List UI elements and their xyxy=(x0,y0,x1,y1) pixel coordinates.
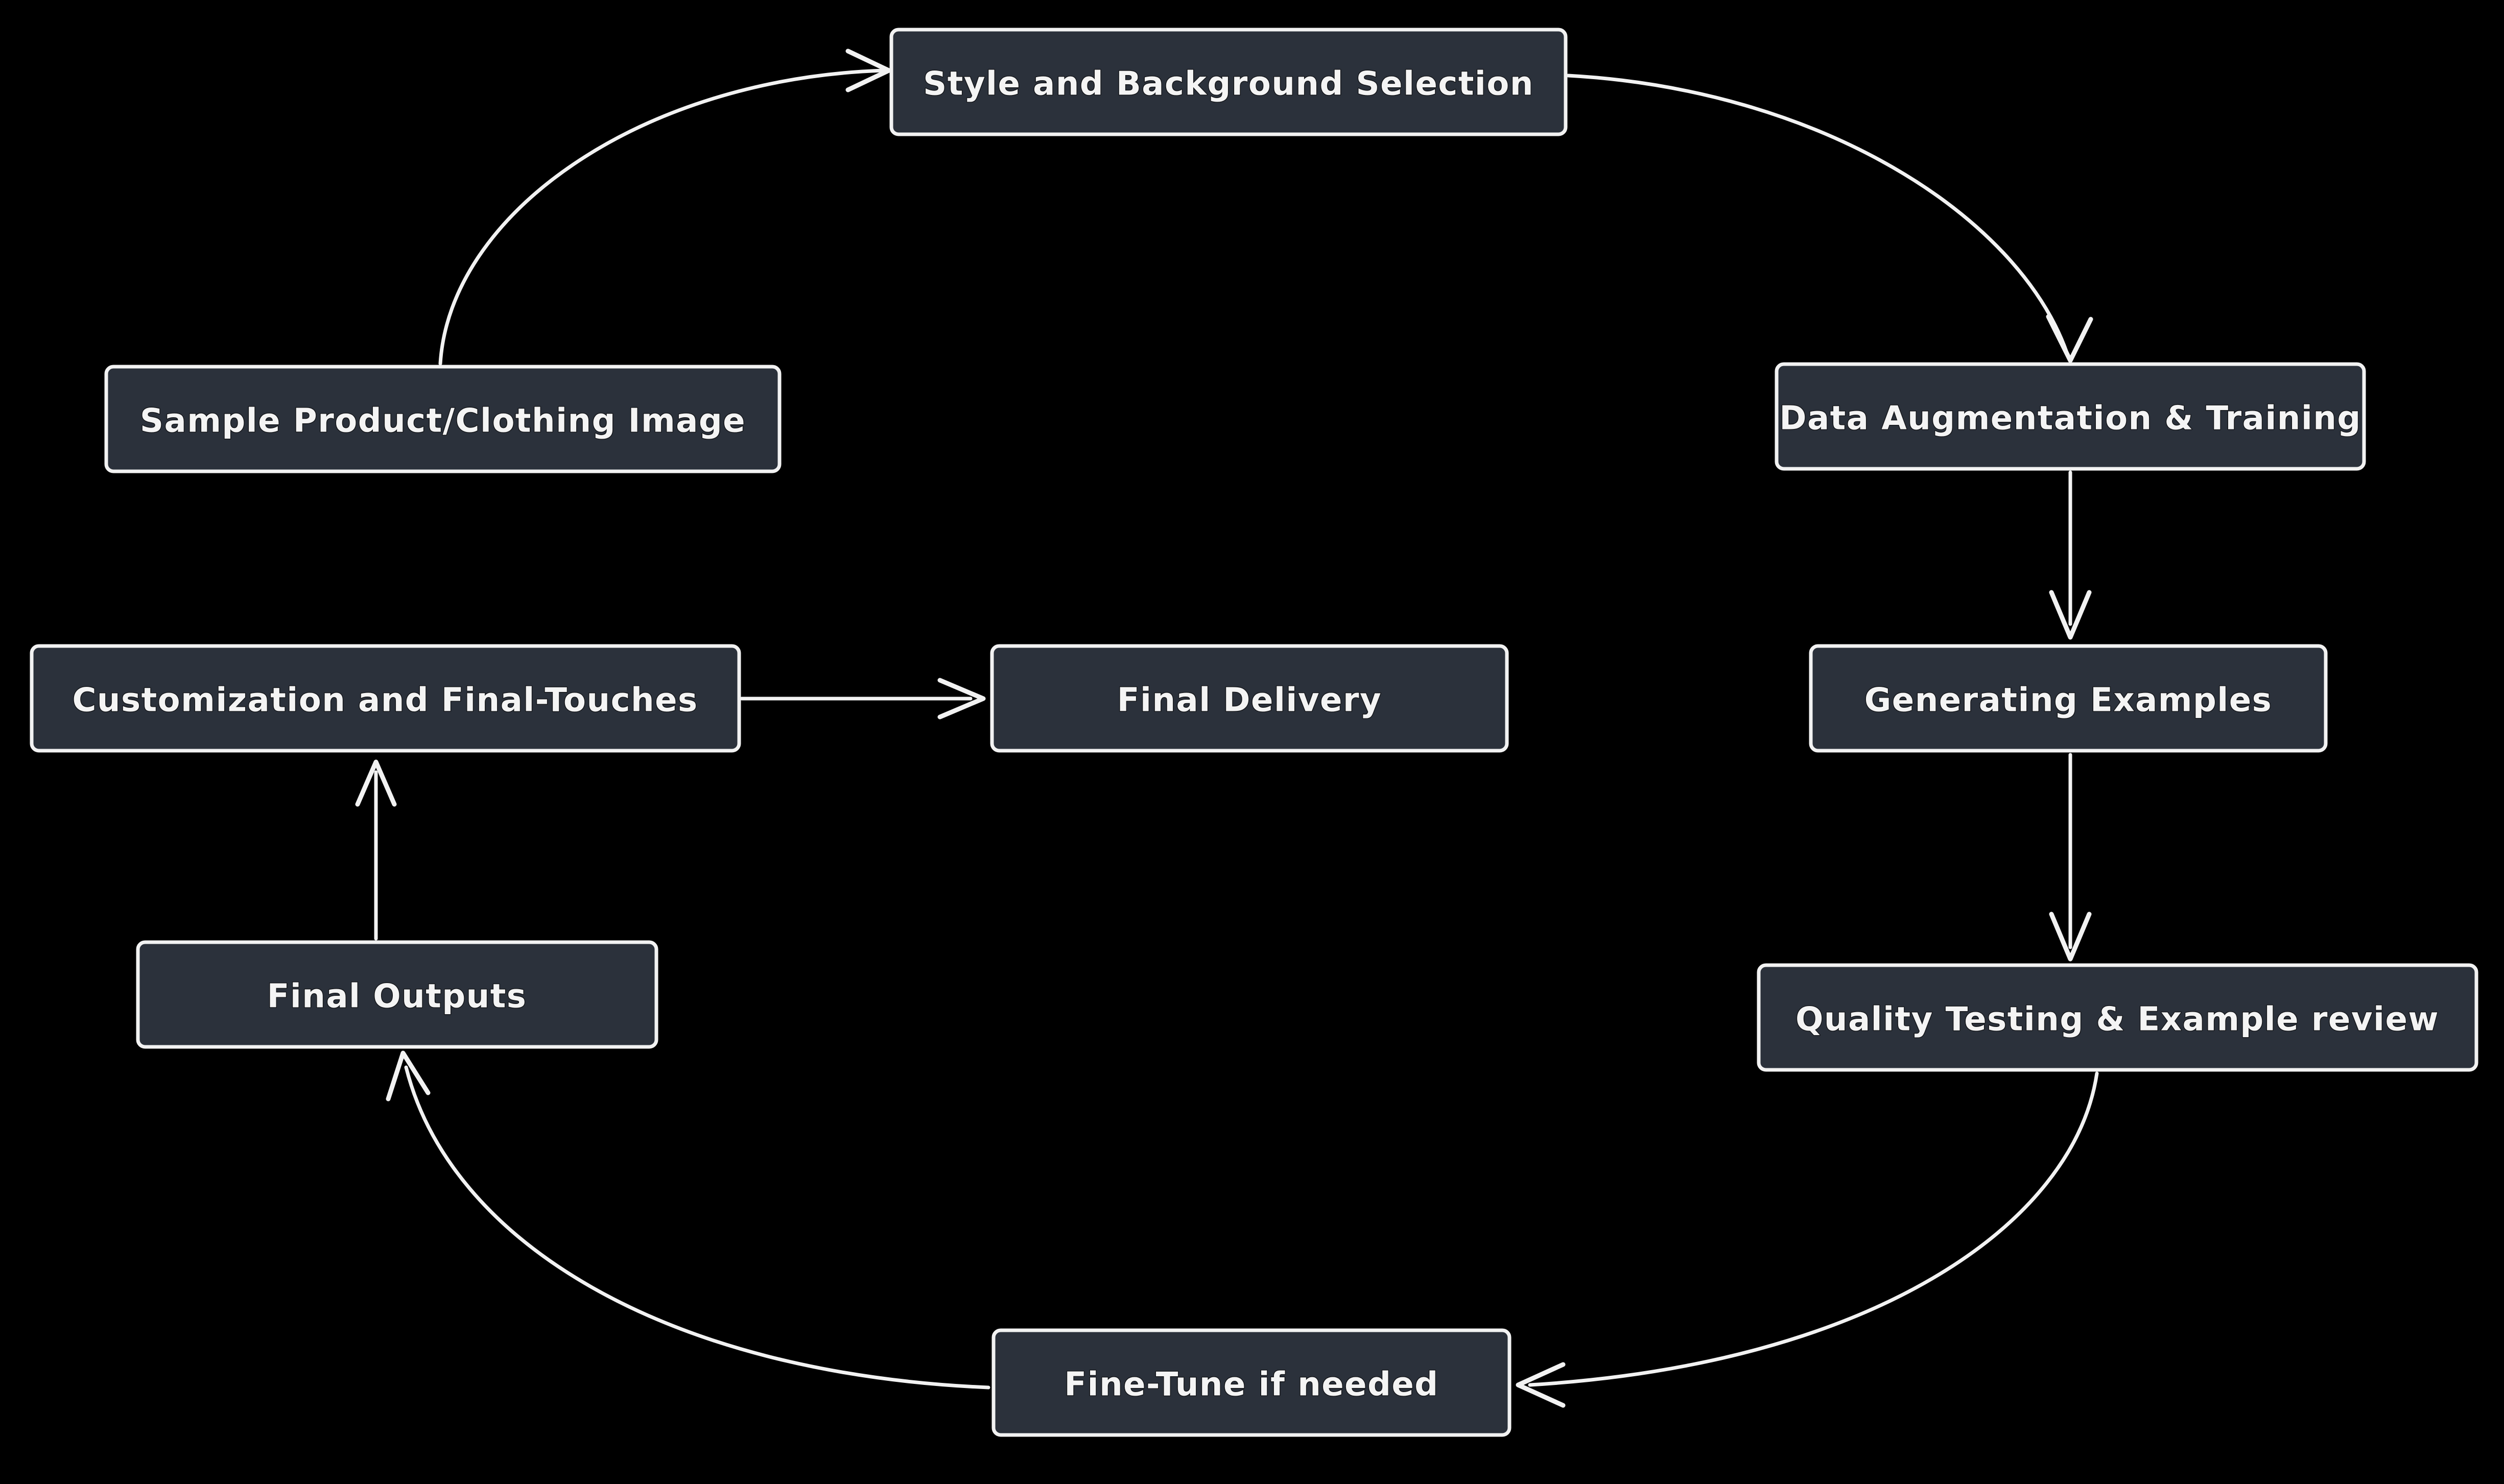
node-shape[interactable] xyxy=(889,28,1568,136)
node-label: Style and Background Selection xyxy=(923,65,1534,103)
node-shape[interactable] xyxy=(30,644,741,753)
node-customization-and-final-touches[interactable]: Customization and Final-Touches xyxy=(30,644,741,753)
edge-layer xyxy=(355,49,2099,1408)
node-final-outputs[interactable]: Final Outputs xyxy=(136,940,658,1049)
arrowhead-icon xyxy=(845,49,891,92)
edge-line xyxy=(1566,74,2069,354)
node-label: Sample Product/Clothing Image xyxy=(140,402,746,440)
arrowhead-icon xyxy=(386,1050,431,1102)
edge-generating-to-quality xyxy=(2049,753,2092,962)
arrowhead-icon xyxy=(937,678,986,720)
node-label: Data Augmentation & Training xyxy=(1779,400,2361,438)
node-layer: Style and Background Selection Sample Pr… xyxy=(30,28,2478,1437)
edge-customization-to-final-delivery xyxy=(740,678,986,720)
node-style-and-background-selection[interactable]: Style and Background Selection xyxy=(889,28,1568,136)
edge-sample-to-style xyxy=(438,49,891,366)
edge-line xyxy=(1528,1071,2099,1387)
node-final-delivery[interactable]: Final Delivery xyxy=(990,644,1509,753)
arrowhead-icon xyxy=(1516,1362,1566,1408)
node-sample-product-clothing-image[interactable]: Sample Product/Clothing Image xyxy=(104,365,782,473)
node-label: Final Delivery xyxy=(1117,682,1382,720)
node-quality-testing-example-review[interactable]: Quality Testing & Example review xyxy=(1757,963,2478,1072)
node-label: Final Outputs xyxy=(267,978,527,1016)
node-shape[interactable] xyxy=(991,1328,1511,1437)
node-label: Customization and Final-Touches xyxy=(72,682,698,720)
arrowhead-icon xyxy=(2046,314,2093,363)
node-label: Quality Testing & Example review xyxy=(1796,1001,2439,1039)
node-data-augmentation-training[interactable]: Data Augmentation & Training xyxy=(1775,362,2366,471)
edge-line xyxy=(404,1065,990,1390)
edge-final-outputs-to-customization xyxy=(355,759,397,941)
node-shape[interactable] xyxy=(136,940,658,1049)
arrowhead-icon xyxy=(2049,912,2092,962)
node-shape[interactable] xyxy=(990,644,1509,753)
arrowhead-icon xyxy=(355,759,397,807)
node-shape[interactable] xyxy=(1809,644,2328,753)
edge-data-augmentation-to-generating xyxy=(2049,470,2092,640)
node-shape[interactable] xyxy=(104,365,782,473)
node-fine-tune-if-needed[interactable]: Fine-Tune if needed xyxy=(991,1328,1511,1437)
edge-quality-to-finetune xyxy=(1516,1071,2099,1408)
node-shape[interactable] xyxy=(1757,963,2478,1072)
node-shape[interactable] xyxy=(1775,362,2366,471)
edge-line xyxy=(438,68,885,366)
edge-finetune-to-final-outputs xyxy=(386,1050,990,1390)
node-label: Fine-Tune if needed xyxy=(1064,1366,1438,1404)
arrowhead-icon xyxy=(2049,590,2092,640)
edge-style-to-data-augmentation xyxy=(1566,74,2093,363)
node-generating-examples[interactable]: Generating Examples xyxy=(1809,644,2328,753)
node-label: Generating Examples xyxy=(1864,682,2272,720)
